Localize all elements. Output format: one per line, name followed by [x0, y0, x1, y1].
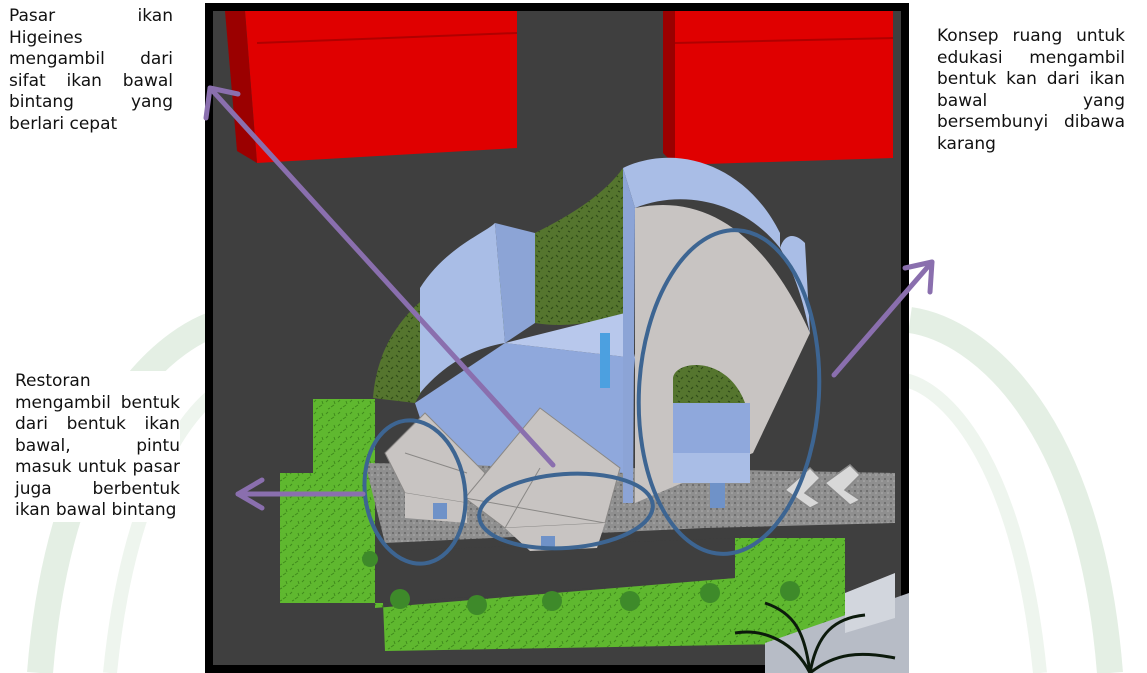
building-render-image: [205, 3, 909, 673]
annotation-restoran: Restoran mengambil bentuk dari bentuk ik…: [15, 371, 180, 522]
annotation-pasar-ikan: Pasar ikan Higeines mengambil dari sifat…: [9, 6, 173, 135]
red-building-left: [225, 11, 517, 163]
red-building-right: [663, 11, 893, 165]
annotation-edukasi: Konsep ruang untuk edukasi mengambil ben…: [937, 26, 1125, 155]
